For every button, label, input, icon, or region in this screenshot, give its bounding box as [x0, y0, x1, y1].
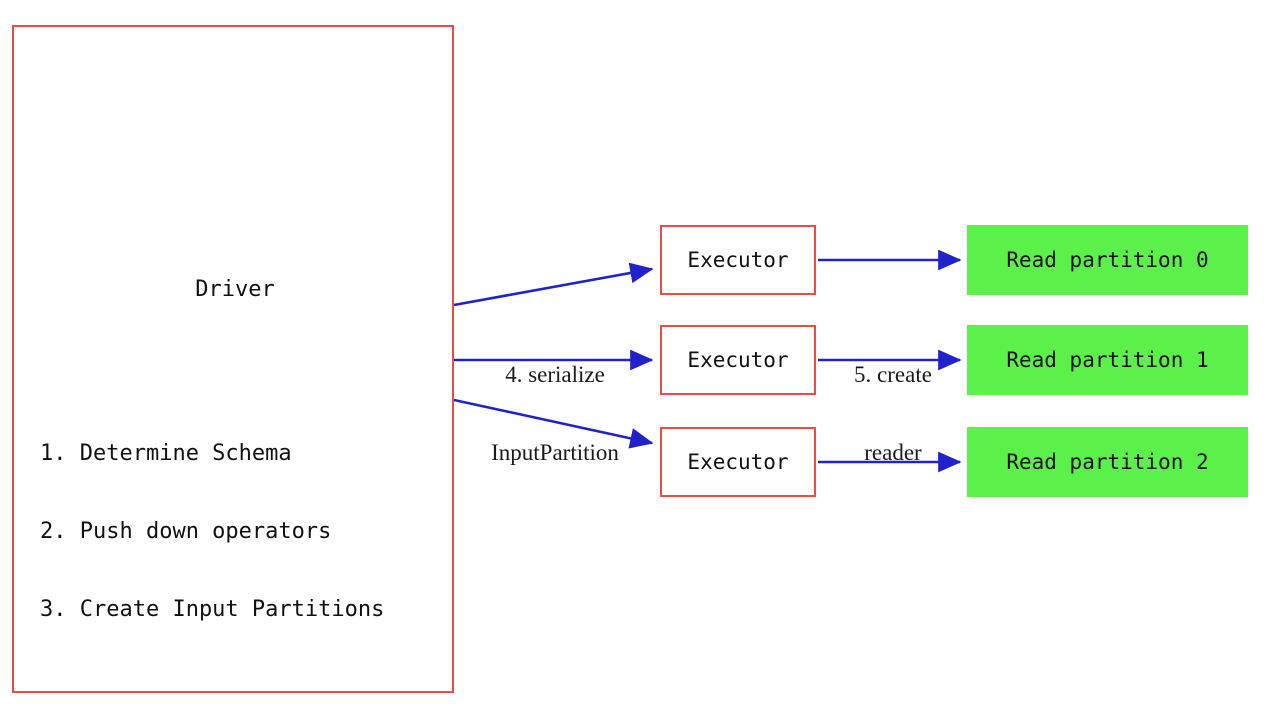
executor-label: Executor — [687, 348, 789, 372]
read-partition-label: Read partition 1 — [1006, 348, 1209, 372]
edge-label-create-reader-line2: reader — [864, 440, 922, 465]
driver-step-2: 2. Push down operators — [40, 519, 332, 544]
executor-label: Executor — [687, 248, 789, 272]
read-partition-label: Read partition 0 — [1006, 248, 1209, 272]
driver-step-1: 1. Determine Schema — [40, 441, 292, 466]
edge-label-serialize-line2: InputPartition — [491, 440, 619, 465]
driver-steps-list: 1. Determine Schema 2. Push down operato… — [40, 389, 384, 675]
edge-label-serialize-input-partition: 4. serialize InputPartition — [470, 310, 640, 518]
read-partition-box-2: Read partition 2 — [967, 427, 1248, 497]
edge-label-serialize-line1: 4. serialize — [505, 362, 605, 387]
driver-box: Driver 1. Determine Schema 2. Push down … — [12, 25, 454, 693]
read-partition-box-1: Read partition 1 — [967, 325, 1248, 395]
driver-step-3: 3. Create Input Partitions — [40, 597, 385, 622]
driver-title: Driver — [195, 277, 275, 302]
executor-box-0: Executor — [660, 225, 816, 295]
arrow-driver-to-executor-0 — [453, 262, 654, 307]
read-partition-box-0: Read partition 0 — [967, 225, 1248, 295]
edge-label-create-reader: 5. create reader — [828, 310, 958, 518]
read-partition-label: Read partition 2 — [1006, 450, 1209, 474]
executor-label: Executor — [687, 450, 789, 474]
executor-box-2: Executor — [660, 427, 816, 497]
executor-box-1: Executor — [660, 325, 816, 395]
edge-label-create-reader-line1: 5. create — [854, 362, 932, 387]
